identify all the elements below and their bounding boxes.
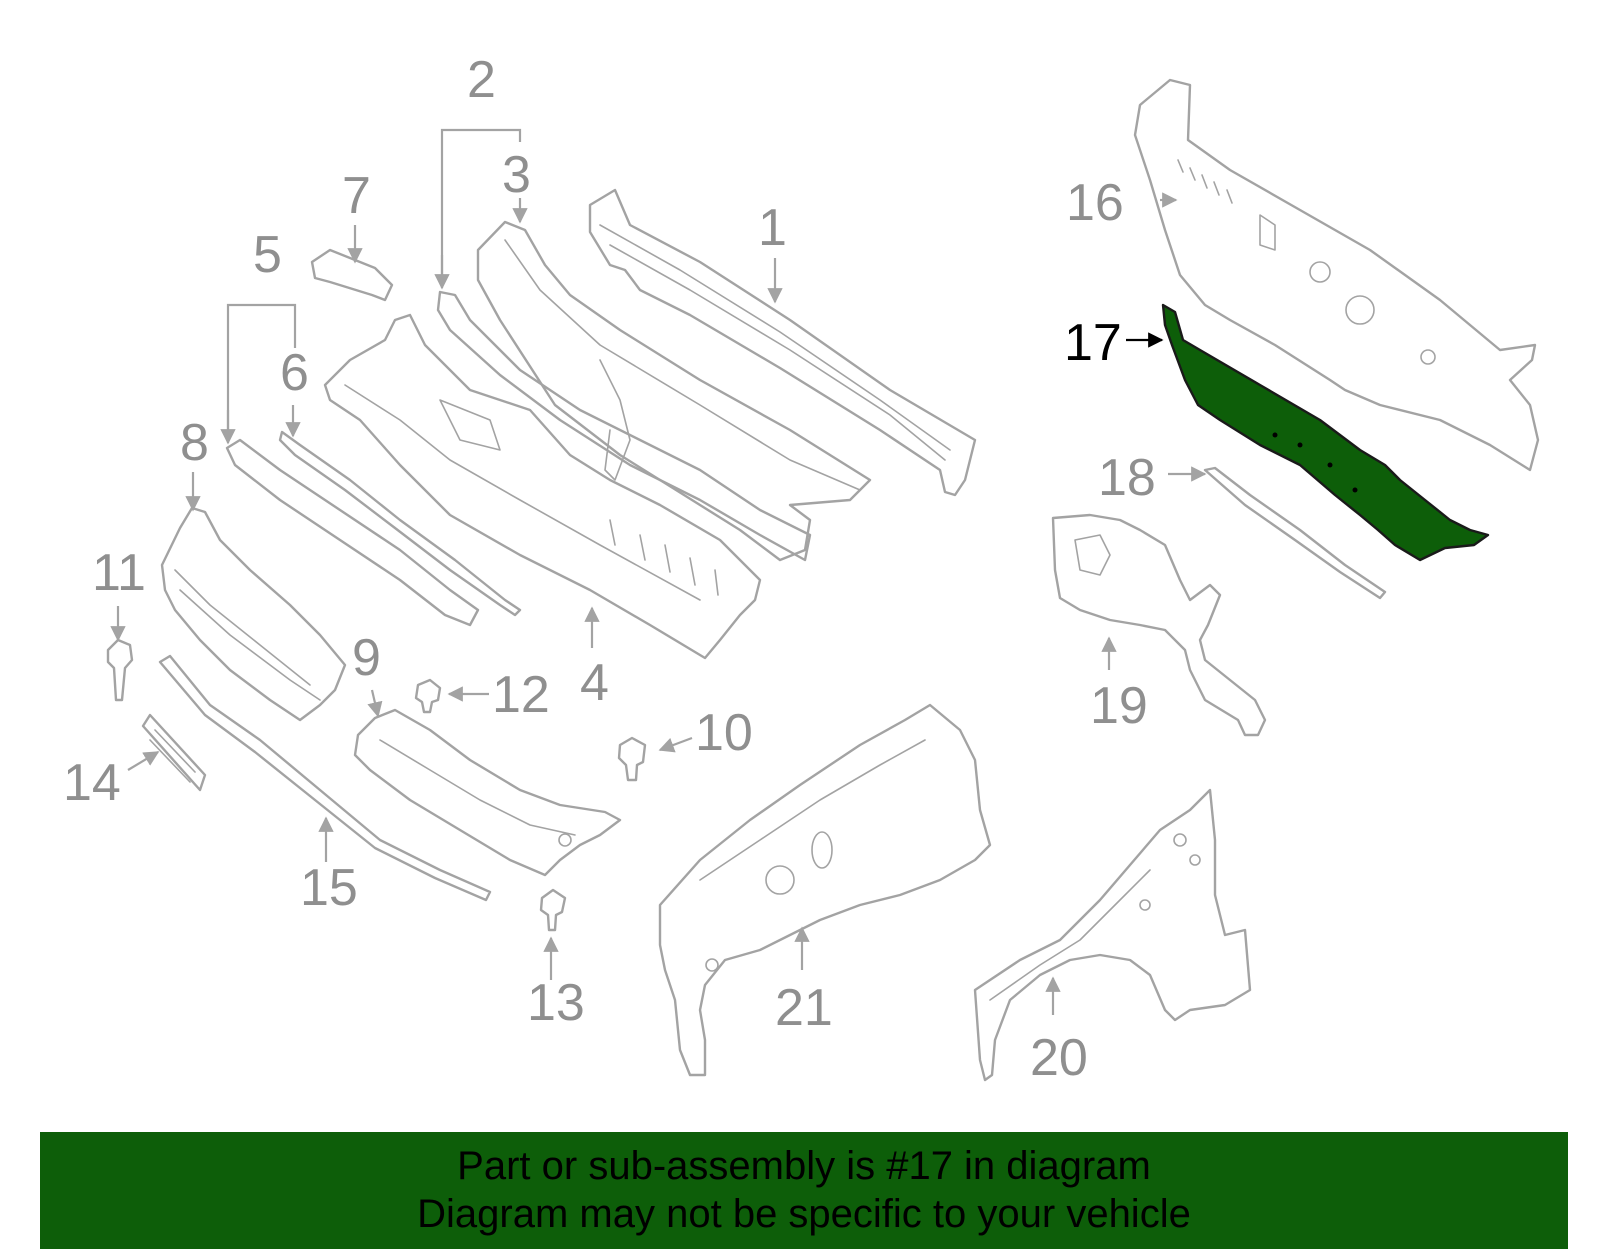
- callout-17-highlighted[interactable]: 17: [1064, 314, 1122, 372]
- callout-15[interactable]: 15: [300, 859, 358, 917]
- callout-18[interactable]: 18: [1098, 449, 1156, 507]
- part-15-long-seal[interactable]: [158, 654, 492, 902]
- callout-14[interactable]: 14: [63, 754, 121, 812]
- part-14-small-grille[interactable]: [141, 713, 207, 792]
- callout-19[interactable]: 19: [1090, 677, 1148, 735]
- part-4-cowl-lower-panel[interactable]: [323, 313, 762, 660]
- part-5-seal[interactable]: [225, 438, 480, 627]
- part-20-wheel-house[interactable]: [973, 788, 1252, 1082]
- callout-12[interactable]: 12: [492, 666, 550, 724]
- info-banner: Part or sub-assembly is #17 in diagram D…: [40, 1132, 1568, 1249]
- part-11-bolt[interactable]: [106, 638, 134, 702]
- callout-10[interactable]: 10: [695, 704, 753, 762]
- banner-line-1: Part or sub-assembly is #17 in diagram: [457, 1144, 1151, 1188]
- callout-leaders: [110, 128, 1207, 1015]
- part-6-strip[interactable]: [278, 430, 522, 617]
- part-17-reinforcement-highlighted[interactable]: [1161, 303, 1490, 562]
- part-8-cowl-grille[interactable]: [160, 506, 347, 722]
- part-1-cowl-top-panel[interactable]: [588, 188, 977, 497]
- part-10-clip[interactable]: [617, 736, 647, 782]
- callout-6[interactable]: 6: [280, 344, 309, 402]
- callout-3[interactable]: 3: [502, 146, 531, 204]
- part-2-seal-strip[interactable]: [436, 290, 812, 562]
- part-21-dash-panel[interactable]: [658, 703, 992, 1077]
- part-12-clip[interactable]: [414, 678, 442, 714]
- callout-2[interactable]: 2: [467, 51, 496, 109]
- part-7-bracket[interactable]: [310, 248, 394, 302]
- callout-labels: 1 2 3 4 5 6 7 8 9 10 11 12 13 14 15 16 1…: [63, 51, 1156, 1087]
- callout-8[interactable]: 8: [180, 414, 209, 472]
- callout-5[interactable]: 5: [253, 226, 282, 284]
- part-16-rear-panel[interactable]: [1133, 78, 1540, 472]
- callout-13[interactable]: 13: [527, 974, 585, 1032]
- callout-16[interactable]: 16: [1066, 174, 1124, 232]
- part-9-cowl-cover[interactable]: [353, 708, 622, 877]
- callout-7[interactable]: 7: [342, 167, 371, 225]
- banner-line-2: Diagram may not be specific to your vehi…: [417, 1192, 1191, 1236]
- callout-21[interactable]: 21: [775, 979, 833, 1037]
- callout-4[interactable]: 4: [580, 654, 609, 712]
- part-18-strip[interactable]: [1203, 466, 1387, 600]
- callout-20[interactable]: 20: [1030, 1029, 1088, 1087]
- callout-1[interactable]: 1: [758, 199, 787, 257]
- part-13-clip[interactable]: [539, 888, 567, 932]
- callout-9[interactable]: 9: [352, 629, 381, 687]
- part-19-side-bracket[interactable]: [1051, 513, 1267, 737]
- callout-11[interactable]: 11: [92, 544, 146, 602]
